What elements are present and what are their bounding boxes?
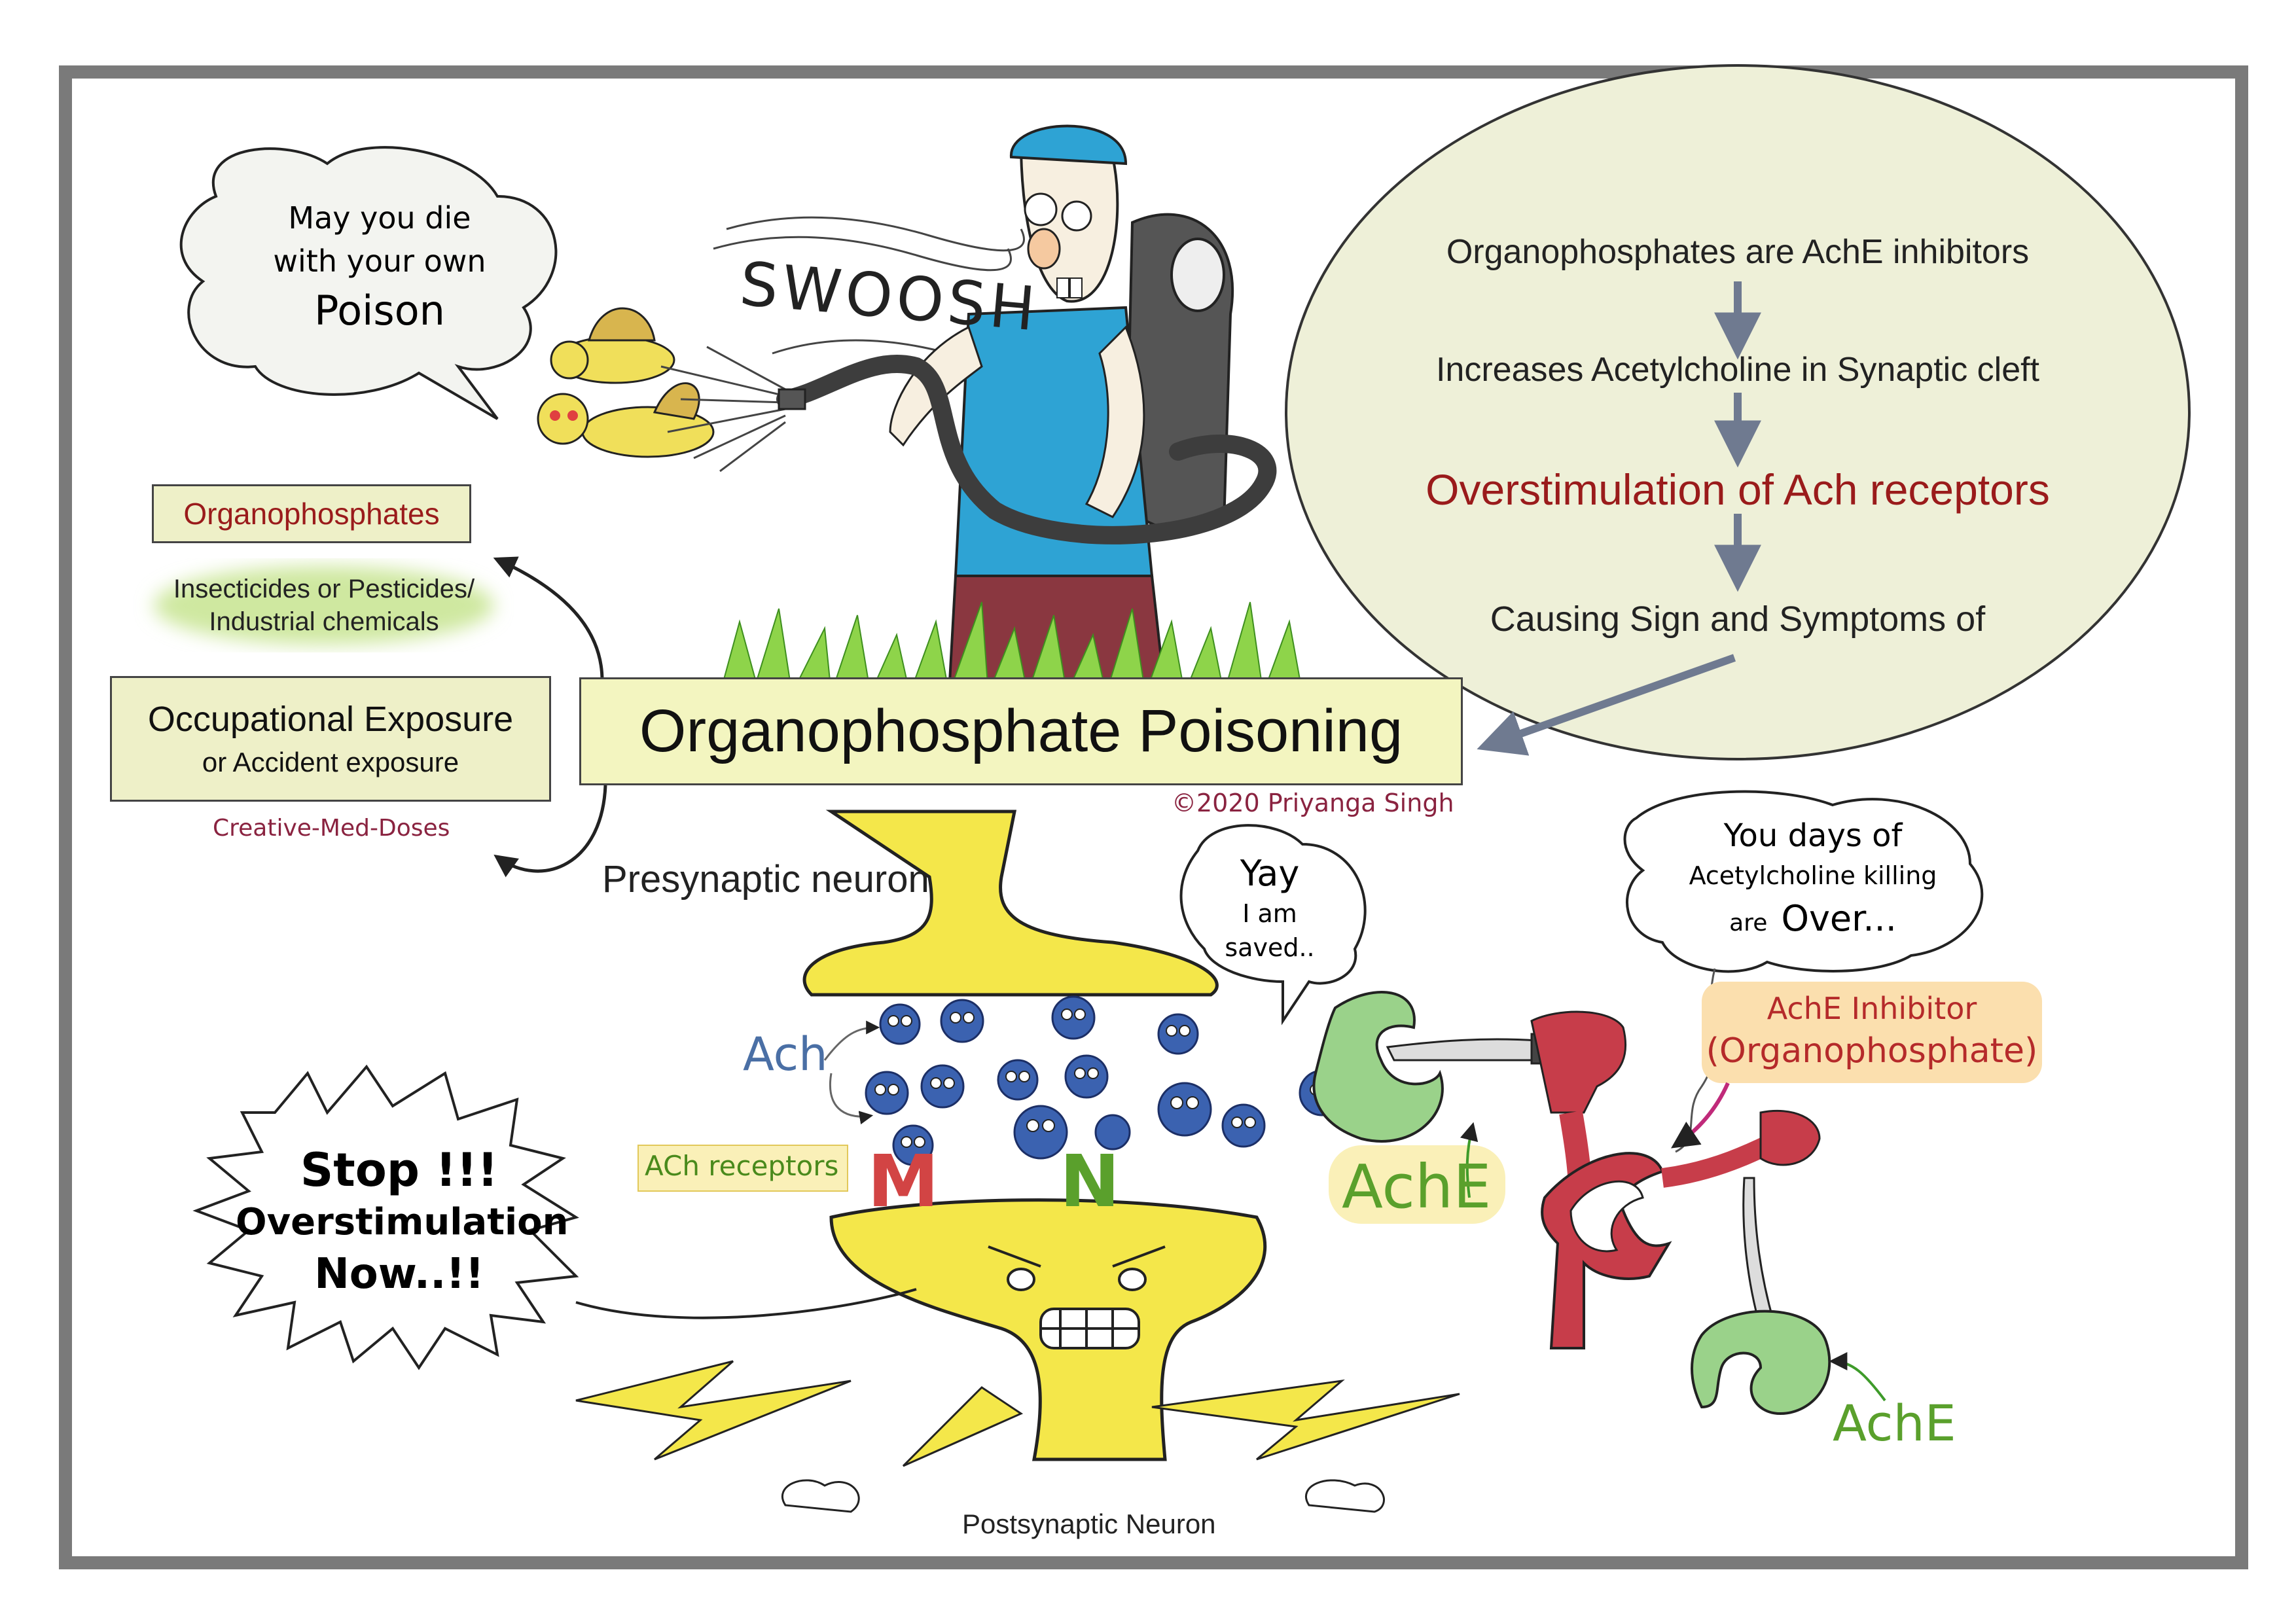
inhibitor-speech-bubble <box>1623 790 1984 973</box>
postsynaptic-label: Postsynaptic Neuron <box>962 1508 1216 1539</box>
spray-lines <box>660 346 786 473</box>
bug-bubble-text: May you die with your own Poison <box>249 196 511 339</box>
uses-glow <box>154 566 494 645</box>
bug-speech-bubble <box>179 146 558 420</box>
yay-speech-bubble <box>1179 824 1367 1026</box>
mechanism-step-1: Organophosphates are AchE inhibitors <box>1446 233 2030 271</box>
inhibitor-pointer <box>1671 1082 1730 1149</box>
ach-label: Ach <box>743 1027 828 1081</box>
mechanism-step-2: Increases Acetylcholine in Synaptic clef… <box>1435 351 2040 389</box>
ach-arrow-2 <box>829 1073 874 1125</box>
inhibitor-bubble-are: are <box>1729 910 1768 936</box>
angry-face <box>988 1245 1166 1349</box>
organophosphates-box: Organophosphates <box>152 484 471 543</box>
ache-label-1: AchE <box>1342 1152 1492 1222</box>
mechanism-step-4: Causing Sign and Symptoms of <box>1490 599 1986 639</box>
red-hand-2 <box>1759 1109 1821 1166</box>
bug-bubble-line3: Poison <box>314 287 445 334</box>
inhibitor-bubble-text: You days of Acetylcholine killing are Ov… <box>1636 815 1990 952</box>
inhibitor-bubble-line2: Acetylcholine killing <box>1689 861 1937 890</box>
inhibitor-highlight <box>1702 982 2042 1083</box>
ache-enzyme-1 <box>1312 991 1444 1143</box>
ache-enzyme-2 <box>1691 1310 1831 1416</box>
ache-arrow-2 <box>1829 1352 1886 1402</box>
n-receptor: N <box>1059 1139 1121 1223</box>
exposure-box: Occupational Exposure or Accident exposu… <box>110 676 551 802</box>
inhibitor-bubble-over: Over... <box>1781 898 1897 939</box>
stop-bubble-text: Stop !!! Overstimulation Now..!! <box>236 1142 569 1302</box>
mechanism-step-3: Overstimulation of Ach receptors <box>1426 465 2050 514</box>
swoosh-lines <box>713 216 1025 355</box>
ache-label-2: AchE <box>1833 1394 1956 1452</box>
ach-arrow-1 <box>823 1020 880 1061</box>
ache-highlight-1 <box>1329 1145 1505 1224</box>
yay-line1: Yay <box>1240 853 1300 894</box>
bug-icon <box>537 307 715 458</box>
stop-speech-bubble <box>192 1064 579 1370</box>
receptors-highlight <box>637 1145 848 1192</box>
organophosphates-label: Organophosphates <box>183 497 440 531</box>
ache-arrow-1 <box>1460 1122 1479 1198</box>
uses-text: Insecticides or Pesticides/ Industrial c… <box>173 575 475 636</box>
knife-1 <box>1386 1038 1539 1061</box>
cycle-arrow-up <box>493 556 604 681</box>
bug-bubble-line1: May you die <box>288 200 471 236</box>
inhibitor-label-line2: (Organophosphate) <box>1706 1031 2038 1071</box>
page-title: Organophosphate Poisoning <box>639 698 1403 764</box>
title-box: Organophosphate Poisoning <box>579 677 1463 785</box>
cycle-arrow-down <box>493 785 607 878</box>
lightning-bolts <box>575 1360 1460 1467</box>
red-hand-1 <box>1530 1010 1627 1114</box>
inhibitor-face <box>1570 1180 1644 1253</box>
inhibitor-label: AchE Inhibitor (Organophosphate) <box>1702 988 2042 1073</box>
copyright-label: ©2020 Priyanga Singh <box>1172 789 1454 817</box>
yay-line3: saved.. <box>1225 933 1315 962</box>
exposure-title: Occupational Exposure <box>147 700 514 739</box>
inhibitor-bubble-line1: You days of <box>1723 817 1903 854</box>
stop-line2: Overstimulation <box>236 1201 569 1243</box>
presynaptic-label: Presynaptic neuron <box>602 858 929 901</box>
stop-line3: Now..!! <box>314 1250 484 1298</box>
presynaptic-neuron <box>802 810 1219 997</box>
stop-line1: Stop !!! <box>300 1143 499 1197</box>
m-receptor: M <box>867 1139 939 1223</box>
yay-line2: I am <box>1242 899 1297 928</box>
ach-eyes <box>874 1008 1335 1148</box>
yay-bubble-text: Yay I am saved.. <box>1185 851 1355 965</box>
inhibitor-label-line1: AchE Inhibitor <box>1767 991 1977 1026</box>
ach-receptors-label: ACh receptors <box>645 1150 839 1182</box>
bug-bubble-line2: with your own <box>273 243 486 279</box>
mechanism-arrows <box>1477 281 1761 756</box>
credit-label: Creative-Med-Doses <box>213 815 450 842</box>
dust-clouds <box>781 1479 1385 1513</box>
inhibitor-bubble-line3: are Over... <box>1636 895 1990 952</box>
stop-bubble-tail <box>575 1288 917 1319</box>
knife-2 <box>1742 1177 1775 1330</box>
ach-molecules <box>865 995 1346 1166</box>
exposure-subtitle: or Accident exposure <box>202 747 459 777</box>
farmer-figure <box>776 124 1277 695</box>
